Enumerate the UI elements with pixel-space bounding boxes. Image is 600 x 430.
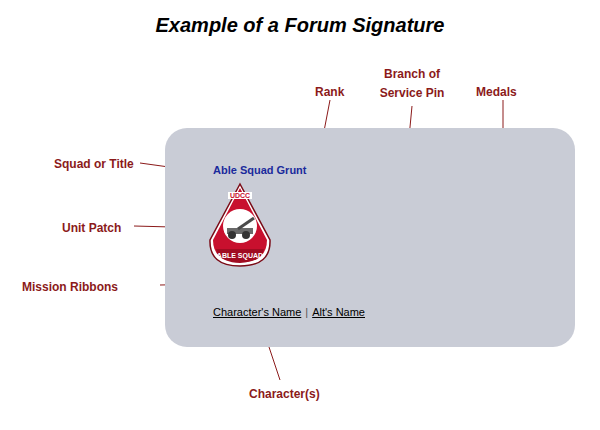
callout-label: Mission Ribbons xyxy=(22,278,118,297)
separator: | xyxy=(305,306,308,318)
patch-text: UDCC xyxy=(228,192,252,199)
callout-label: Squad or Title xyxy=(54,155,134,174)
signature-panel: Able Squad GruntCharacter's Name | Alt's N… xyxy=(165,128,575,347)
patch-text: ABLE SQUAD xyxy=(217,252,263,259)
callout-label: Unit Patch xyxy=(62,219,121,238)
character-link: Alt's Name xyxy=(312,306,365,318)
unit-patch: UDCC ABLE SQUAD xyxy=(208,182,272,268)
callout-label: Medals xyxy=(476,83,517,102)
callout-label: Rank xyxy=(315,83,344,102)
squad-title: Able Squad Grunt xyxy=(213,164,307,176)
diagram-title: Example of a Forum Signature xyxy=(0,14,600,37)
callout-label: Branch of Service Pin xyxy=(372,65,452,103)
character-link: Character's Name xyxy=(213,306,301,318)
callout-label: Character(s) xyxy=(249,385,320,404)
